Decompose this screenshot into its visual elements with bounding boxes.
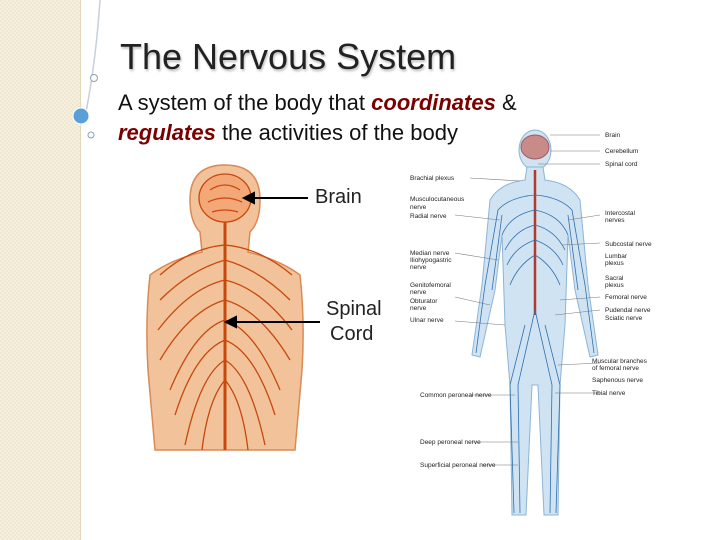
callout-label: Superficial peroneal nerve xyxy=(420,462,496,469)
callout-label: nerves xyxy=(605,217,625,224)
callout-label: nerve xyxy=(410,305,427,312)
full-body-nervous-system-illustration: Brachial plexus Musculocutaneous nerve R… xyxy=(410,125,710,535)
callout-label: nerve xyxy=(410,264,427,271)
decorative-side-strip xyxy=(0,0,81,540)
callout-label: Brain xyxy=(605,132,621,139)
callout-label: Common peroneal nerve xyxy=(420,392,492,399)
callout-label: Obturator xyxy=(410,298,438,305)
subtitle-text: A system of the body that xyxy=(118,90,371,115)
callout-label: Tibial nerve xyxy=(592,390,626,397)
cord-label: Cord xyxy=(330,323,373,345)
callout-label: Spinal cord xyxy=(605,161,638,168)
subtitle-text: & xyxy=(496,90,517,115)
callout-label: Femoral nerve xyxy=(605,294,647,301)
callout-label: Sciatic nerve xyxy=(605,315,643,322)
callout-label: Deep peroneal nerve xyxy=(420,439,481,446)
callout-label: of femoral nerve xyxy=(592,365,639,372)
callout-label: plexus xyxy=(605,260,625,267)
callout-label: Genitofemoral xyxy=(410,282,451,289)
slide-title: The Nervous System xyxy=(120,36,456,78)
callout-label: Intercostal xyxy=(605,210,636,217)
subtitle-emphasis: coordinates xyxy=(371,90,496,115)
callout-label: Iliohypogastric xyxy=(410,257,452,264)
spinal-label: Spinal xyxy=(326,298,382,320)
subtitle-emphasis: regulates xyxy=(118,120,216,145)
callout-label: Muscular branches xyxy=(592,358,648,365)
callout-label: nerve xyxy=(410,289,427,296)
callout-label: Saphenous nerve xyxy=(592,377,643,384)
callout-label: plexus xyxy=(605,282,625,289)
callout-label: Lumbar xyxy=(605,253,628,260)
callout-label: Subcostal nerve xyxy=(605,241,652,248)
callout-label: Musculocutaneous xyxy=(410,196,465,203)
callout-label: Median nerve xyxy=(410,250,450,257)
callout-label: Sacral xyxy=(605,275,624,282)
callout-label: Cerebellum xyxy=(605,148,638,155)
callout-label: nerve xyxy=(410,204,427,211)
brain-label: Brain xyxy=(315,186,362,208)
callout-label: Brachial plexus xyxy=(410,175,455,182)
callout-label: Pudendal nerve xyxy=(605,307,651,314)
brain-shape xyxy=(521,135,549,159)
right-callout-labels: Brain Cerebellum Spinal cord Intercostal… xyxy=(592,132,652,397)
callout-label: Ulnar nerve xyxy=(410,317,444,324)
callout-label: Radial nerve xyxy=(410,213,447,220)
torso-nervous-system-illustration: Brain Spinal Cord xyxy=(130,160,400,455)
